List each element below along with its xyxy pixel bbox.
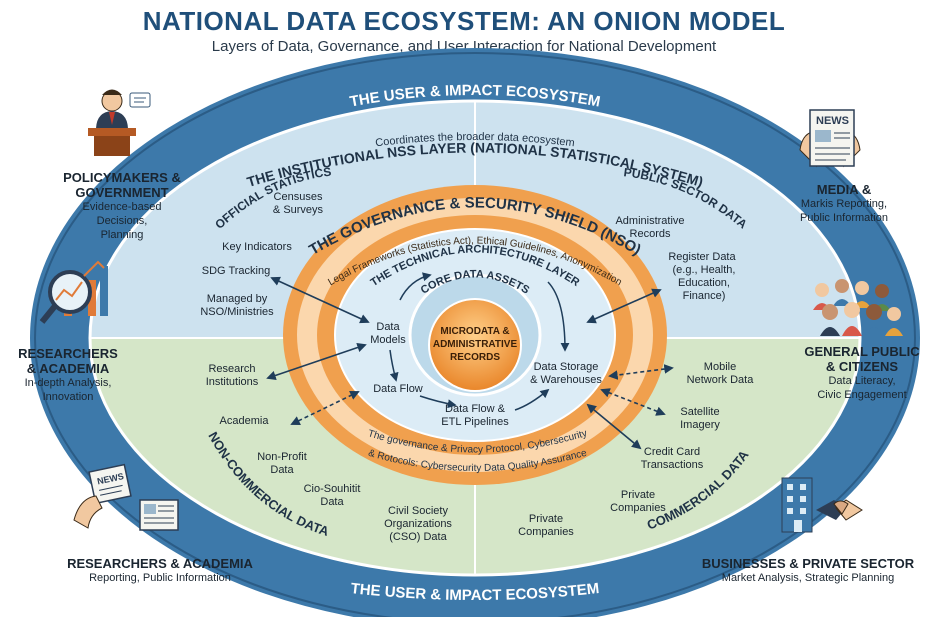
persona-researchers-reporting: RESEARCHERS & ACADEMIA Reporting, Public… — [67, 556, 253, 584]
svg-text:Private: Private — [529, 513, 563, 525]
media-newspaper-icon: NEWS — [799, 109, 861, 168]
persona-researchers: RESEARCHERS & ACADEMIA In-depth Analysis… — [18, 346, 118, 403]
commercial-items: Mobile Network Data Satellite Imagery Cr… — [518, 361, 754, 538]
svg-text:Academia: Academia — [220, 415, 270, 427]
persona-media: MEDIA & Markis Reporting, Public Informa… — [799, 182, 889, 224]
node-data-flow: Data Flow — [373, 383, 423, 395]
policymaker-icon — [88, 89, 151, 156]
svg-text:& Surveys: & Surveys — [273, 204, 324, 216]
svg-text:Censuses: Censuses — [274, 191, 323, 203]
persona-policymakers: POLICYMAKERS & GOVERNMENT Evidence-based… — [63, 170, 181, 241]
public-items: Administrative Records Register Data (e.… — [615, 215, 736, 302]
svg-text:NSO/Ministries: NSO/Ministries — [200, 306, 274, 318]
svg-text:SDG Tracking: SDG Tracking — [202, 265, 270, 277]
svg-text:Research: Research — [208, 363, 255, 375]
svg-text:MICRODATA &: MICRODATA & — [440, 326, 509, 337]
svg-text:Institutions: Institutions — [206, 376, 259, 388]
persona-general-public: GENERAL PUBLIC & CITIZENS Data Literacy,… — [804, 344, 920, 401]
svg-text:(CSO) Data: (CSO) Data — [389, 531, 447, 543]
svg-text:Organizations: Organizations — [384, 518, 452, 530]
connector-arrows — [266, 276, 674, 450]
svg-text:Education,: Education, — [678, 277, 730, 289]
svg-text:Companies: Companies — [610, 502, 666, 514]
svg-text:ETL Pipelines: ETL Pipelines — [441, 416, 509, 428]
svg-text:Civil Society: Civil Society — [388, 505, 448, 517]
svg-text:Network Data: Network Data — [687, 374, 755, 386]
svg-text:Mobile: Mobile — [704, 361, 736, 373]
outer-bottom-label: THE USER & IMPACT ECOSYSTEM — [350, 580, 600, 604]
business-building-icon — [781, 477, 813, 533]
node-data-storage: Data Storage — [534, 361, 599, 373]
svg-text:Finance): Finance) — [683, 290, 726, 302]
svg-text:NEWS: NEWS — [816, 115, 849, 127]
svg-text:Credit Card: Credit Card — [644, 446, 700, 458]
svg-text:Administrative: Administrative — [615, 215, 684, 227]
tech-flow-arrows — [389, 272, 570, 411]
newspaper-hand-icon: NEWS — [73, 463, 179, 531]
page-title: NATIONAL DATA ECOSYSTEM: AN ONION MODEL — [142, 6, 786, 36]
crowd-icon — [813, 279, 903, 336]
noncommercial-items: Research Institutions Academia Non-Profi… — [206, 363, 453, 543]
svg-text:Imagery: Imagery — [680, 419, 720, 431]
svg-text:Private: Private — [621, 489, 655, 501]
node-etl-pipelines: Data Flow & — [445, 403, 506, 415]
svg-text:& Warehouses: & Warehouses — [530, 374, 602, 386]
research-magnifier-icon — [39, 260, 108, 324]
core-center-text: MICRODATA & ADMINISTRATIVE RECORDS — [433, 326, 518, 363]
svg-text:Data: Data — [320, 496, 344, 508]
node-data-models: Data — [376, 321, 400, 333]
svg-text:Non-Profit: Non-Profit — [257, 451, 307, 463]
handshake-icon — [816, 499, 863, 521]
svg-text:ADMINISTRATIVE: ADMINISTRATIVE — [433, 339, 518, 350]
persona-businesses: BUSINESSES & PRIVATE SECTOR Market Analy… — [701, 556, 915, 584]
svg-text:Records: Records — [630, 228, 671, 240]
core-sphere — [428, 298, 522, 392]
svg-text:Transactions: Transactions — [641, 459, 704, 471]
svg-text:Cio-Souhitit: Cio-Souhitit — [304, 483, 361, 495]
svg-text:Models: Models — [370, 334, 406, 346]
svg-text:Data: Data — [270, 464, 294, 476]
svg-text:Managed by: Managed by — [207, 293, 268, 305]
svg-text:Register Data: Register Data — [668, 251, 736, 263]
svg-text:Satellite: Satellite — [680, 406, 719, 418]
page-subtitle: Layers of Data, Governance, and User Int… — [211, 38, 717, 55]
tech-nodes: Data Models Data Flow Data Flow & ETL Pi… — [370, 321, 602, 428]
svg-text:Key Indicators: Key Indicators — [222, 241, 292, 253]
svg-text:(e.g., Health,: (e.g., Health, — [673, 264, 736, 276]
svg-text:Companies: Companies — [518, 526, 574, 538]
official-items: Censuses & Surveys Key Indicators SDG Tr… — [200, 191, 323, 318]
svg-text:RECORDS: RECORDS — [450, 352, 500, 363]
